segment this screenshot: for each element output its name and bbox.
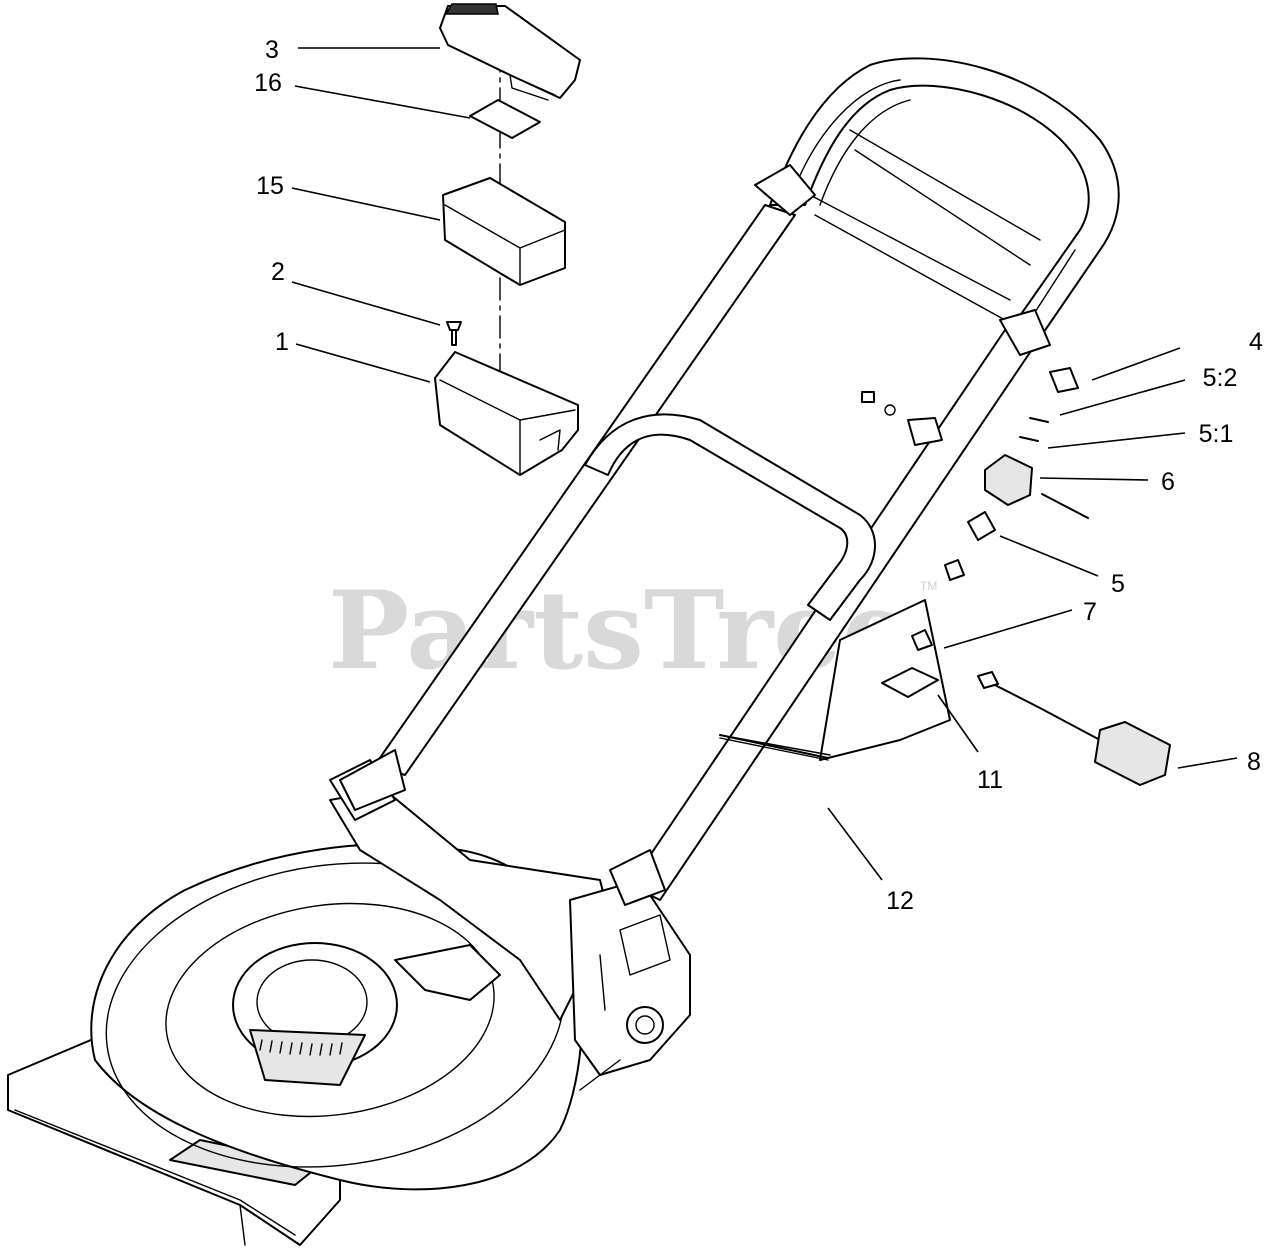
part-5-connector-a [967, 511, 996, 541]
upper-handle-grip [769, 57, 1120, 346]
part-8-charger [1094, 721, 1171, 786]
cover-edge [447, 44, 556, 101]
rear-wheel-hub [626, 1006, 664, 1044]
rear-bracket-details [579, 914, 671, 1091]
leader-16 [294, 85, 471, 119]
part-7-plug [911, 629, 933, 651]
leader-11 [937, 694, 979, 753]
mower-deck [7, 759, 691, 1246]
part-2-screw [446, 321, 462, 346]
part-4-switch [1049, 367, 1079, 393]
part-15-battery [442, 177, 566, 286]
rear-wheel-bracket [569, 879, 691, 1076]
watermark-trademark: TM [920, 579, 937, 593]
part-5-2-pin [1029, 417, 1049, 423]
leader-15 [291, 187, 441, 221]
callout-1: 1 [275, 328, 289, 356]
callout-8: 8 [1247, 748, 1261, 776]
handle-assembly [339, 57, 1120, 906]
lower-left-bracket [339, 749, 406, 811]
callout-16: 16 [254, 69, 282, 97]
part-6-bolt [1041, 493, 1089, 519]
motor-vent [249, 1029, 366, 1086]
callout-12: 12 [886, 887, 914, 915]
lower-handle-loop [584, 413, 876, 621]
battery-stack [434, 3, 581, 476]
rear-wheel-axle [635, 1015, 655, 1035]
callout-5-1: 5:1 [1199, 420, 1234, 448]
callout-7: 7 [1083, 598, 1097, 626]
leader-7 [943, 609, 1073, 649]
bumper-edge [14, 1109, 296, 1246]
callout-11: 11 [977, 766, 1003, 794]
electrical-parts [719, 367, 1171, 786]
callout-4: 4 [1249, 328, 1263, 356]
part-6-key-housing [984, 454, 1033, 506]
upper-right-knob [999, 309, 1051, 356]
deck-ring-inner [165, 902, 495, 1118]
part-5-1-pin [1019, 436, 1039, 442]
part-5-connector-b [944, 559, 965, 581]
part-8-cord [984, 679, 1101, 741]
callout-2: 2 [271, 258, 285, 286]
part-12-rod [719, 734, 829, 759]
part-16-pad [469, 99, 541, 139]
part-11-label [881, 667, 939, 698]
switch-clip [907, 417, 943, 446]
callout-15: 15 [256, 172, 284, 200]
bail-bar [809, 129, 1041, 321]
tray-inner [439, 379, 576, 476]
lower-right-bracket [609, 849, 666, 906]
leader-5 [999, 535, 1099, 577]
leader-lines [291, 47, 1238, 881]
leader-4 [1091, 347, 1181, 381]
battery-top-edge [444, 204, 566, 286]
callout-labels: 3 16 15 2 1 4 5:2 5:1 6 5 7 11 8 12 [254, 36, 1263, 915]
leader-1 [295, 343, 431, 383]
callout-5-2: 5:2 [1203, 364, 1238, 392]
leader-12 [827, 807, 883, 881]
leader-5-2 [1059, 379, 1186, 416]
leader-6 [1039, 477, 1149, 481]
leader-5-1 [1047, 432, 1186, 449]
part-8-cord-plug [977, 671, 999, 689]
cover-grip [444, 3, 499, 15]
chute-flap [394, 944, 501, 1001]
washer [884, 404, 896, 416]
vent-slats [259, 1039, 343, 1056]
callout-3: 3 [265, 36, 279, 64]
washer-stack [861, 391, 875, 403]
callout-5: 5 [1111, 570, 1125, 598]
leader-2 [291, 281, 441, 326]
callout-6: 6 [1161, 468, 1175, 496]
upper-left-knob [754, 164, 816, 216]
leader-8 [1177, 757, 1238, 769]
